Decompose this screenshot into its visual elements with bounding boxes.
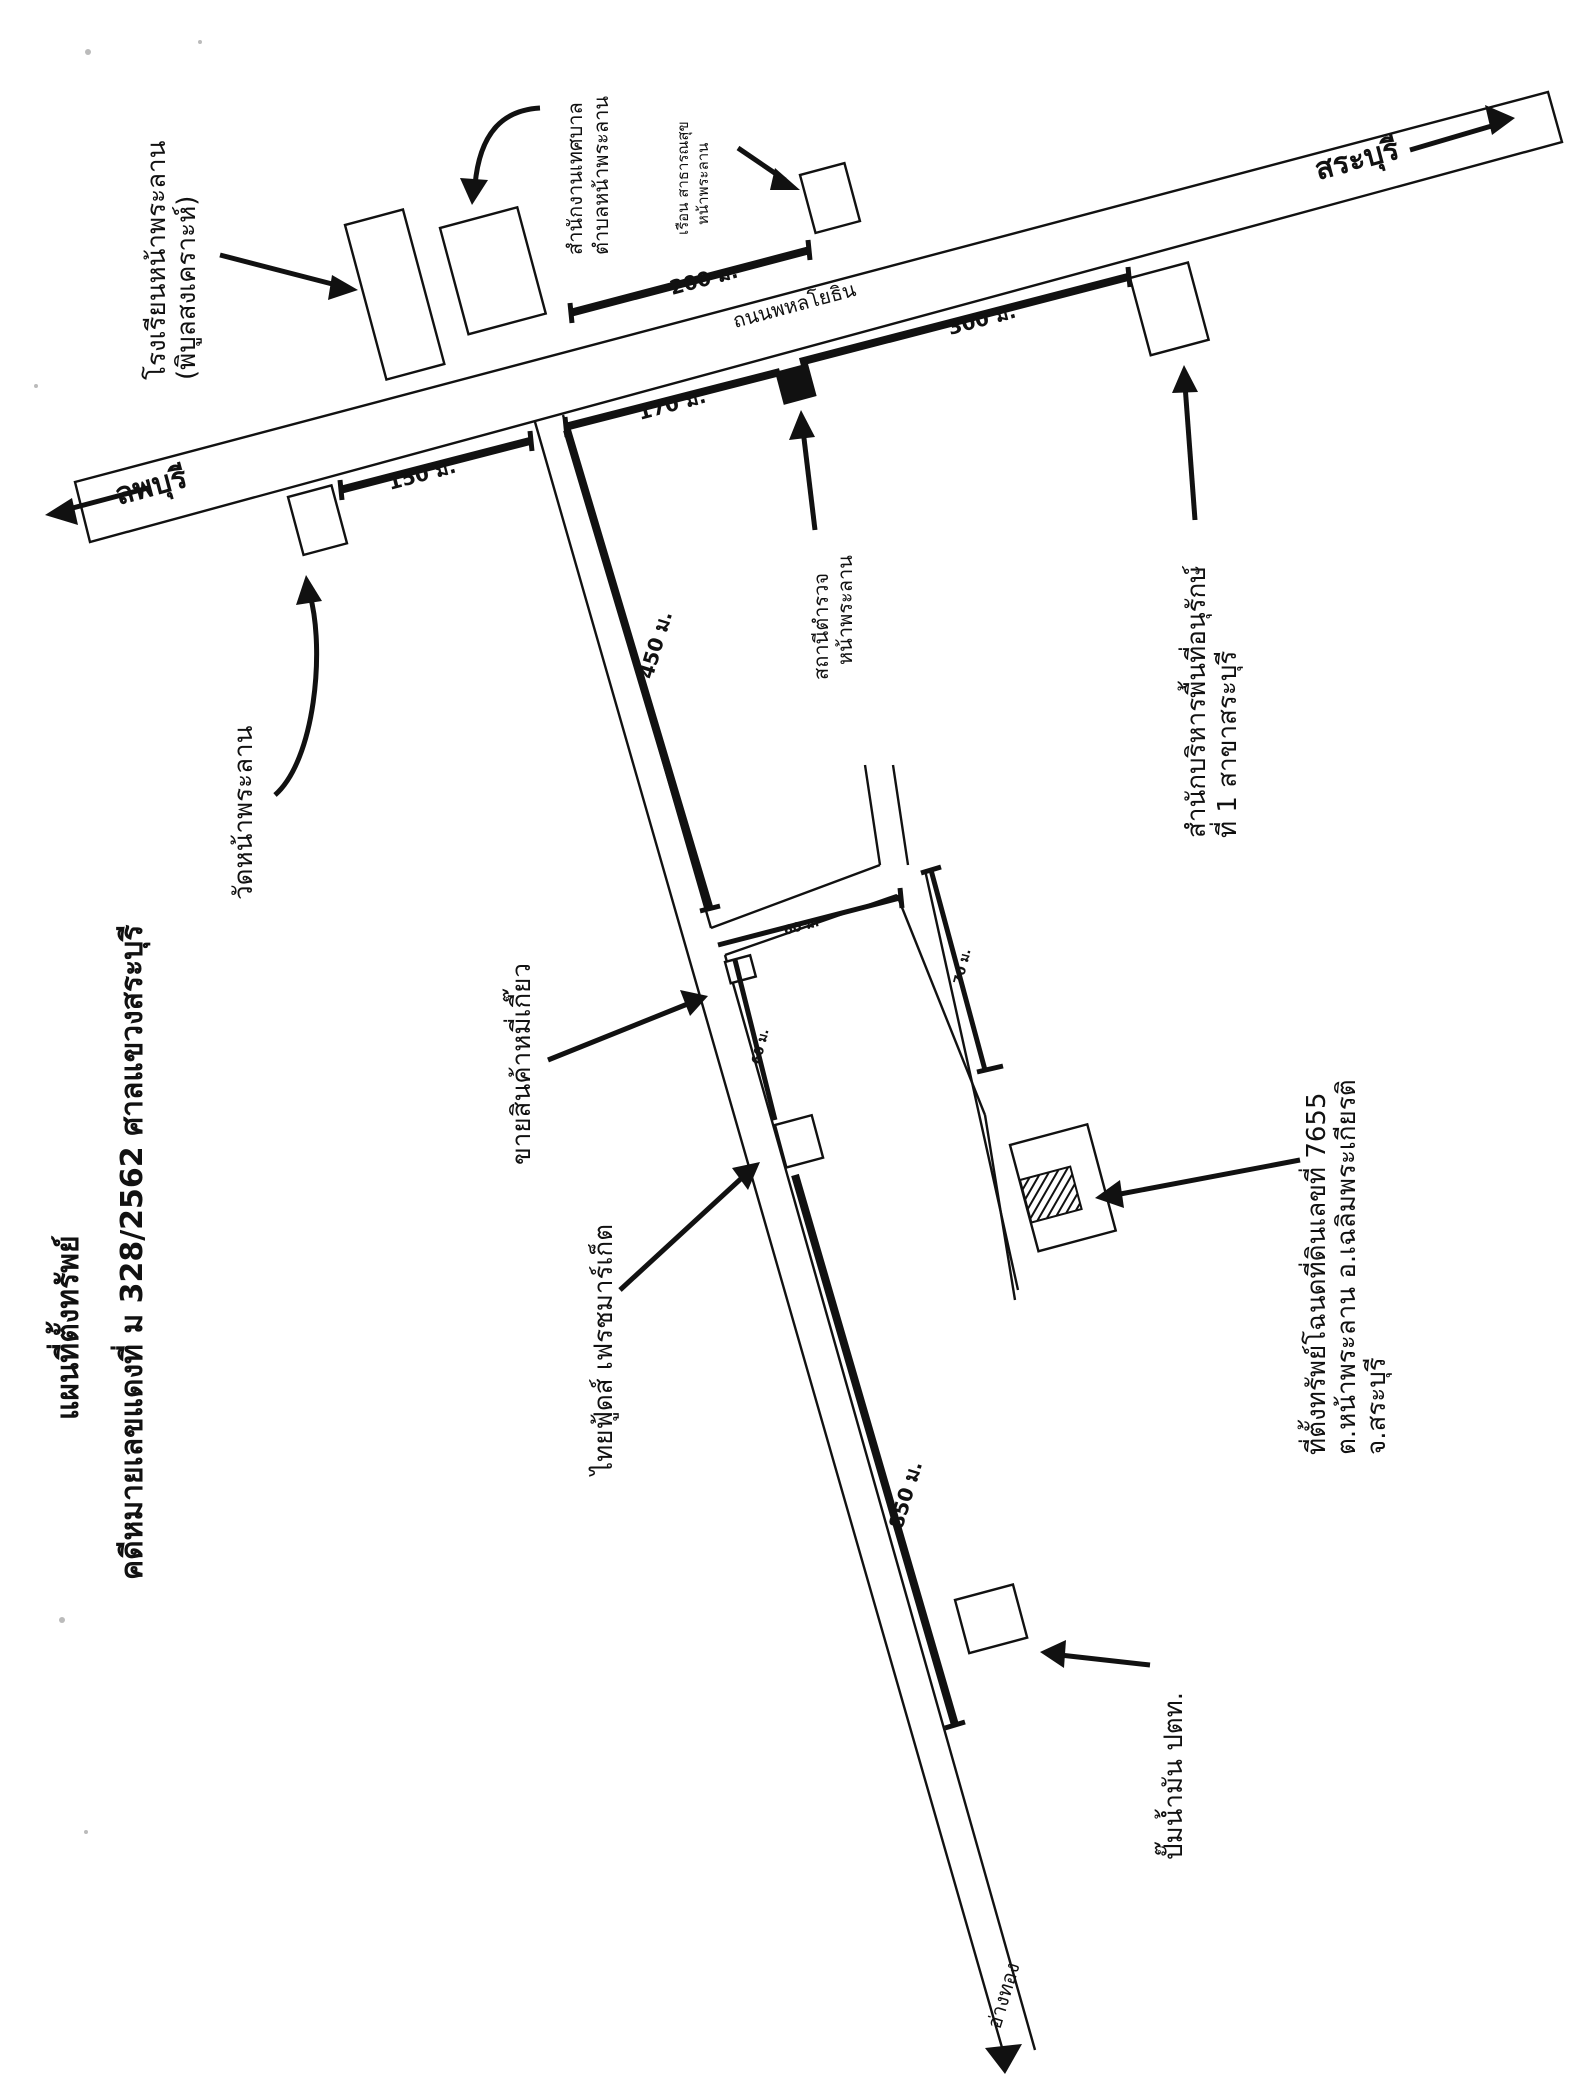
pointer-clinic	[736, 145, 800, 190]
conservation-label-1: สำนักบริหารพื้นที่อนุรักษ์	[1177, 565, 1212, 838]
soi-road	[710, 764, 1020, 1301]
property-label-2: ต.หน้าพระลาน อ.เฉลิมพระเกียรติ	[1332, 1079, 1362, 1455]
school-building	[343, 208, 446, 382]
scan-speck	[84, 1830, 88, 1834]
school-label-1: โรงเรียนหน้าพระลาน	[141, 140, 172, 380]
main-highway-surface	[73, 90, 1564, 544]
municipal-office-building	[438, 205, 548, 336]
measure-150	[337, 430, 535, 501]
municipal-label-2: ตำบลหน้าพระลาน	[589, 96, 613, 255]
pointer-conservation	[1172, 365, 1198, 521]
scan-speck	[198, 40, 202, 44]
police-station-building	[775, 363, 817, 405]
health-center-building	[798, 161, 862, 235]
distance-450: 450 ม.	[634, 608, 677, 681]
police-label-1: สถานีตำรวจ	[809, 573, 833, 680]
municipal-label-1: สำนักงานเทศบาล	[563, 102, 587, 255]
side-road-west-edge	[533, 421, 1007, 2059]
pointer-gas-station	[1040, 1640, 1151, 1668]
measure-200	[567, 239, 813, 324]
pointer-temple	[273, 575, 322, 797]
pointer-police	[789, 410, 818, 531]
freshmart-label: ไทยฟู้ดส์ เฟรชมาร์เก็ต	[587, 1224, 619, 1477]
temple-label: วัดหน้าพระลาน	[229, 725, 259, 900]
police-label-2: หน้าพระลาน	[833, 555, 857, 665]
measure-450	[563, 428, 721, 914]
property-label-1: ที่ตั้งทรัพย์โฉนดที่ดินเลขที่ 7655	[1297, 1093, 1332, 1456]
property-label-3: จ.สระบุรี	[1362, 1357, 1392, 1455]
pointer-freshmart	[618, 1162, 760, 1292]
gas-station-label: ปั๊มน้ำมัน ปตท.	[1154, 1692, 1189, 1860]
measure-60-side	[732, 959, 778, 1121]
property-plot	[1008, 1122, 1118, 1253]
pointer-property	[1095, 1157, 1301, 1208]
school-label-2: (พิบูลสงเคราะห์)	[172, 196, 202, 380]
measure-300	[798, 266, 1133, 366]
distance-60-top: 60 ม.	[782, 915, 821, 939]
noodle-shop-label: ขายสินค้าหมี่เกี๊ยว	[502, 963, 537, 1165]
case-number: คดีหมายเลขแดงที่ ม 328/2562 ศาลแขวงสระบุ…	[110, 925, 151, 1580]
scan-speck	[34, 384, 38, 388]
conservation-label-2: ที่ 1 สาขาสระบุรี	[1209, 651, 1243, 838]
upper-lane-east-edge	[891, 764, 910, 866]
noodle-shop-building	[723, 953, 758, 985]
lower-lane-west-edge-2	[983, 1114, 1017, 1301]
upper-lane-west-edge	[863, 764, 882, 866]
distance-200: 200 ม.	[667, 259, 740, 300]
freshmart-building	[773, 1113, 825, 1169]
pointer-school	[219, 252, 358, 300]
scan-speck	[59, 1617, 65, 1623]
measure-70	[920, 864, 1004, 1075]
measure-60-top	[717, 887, 905, 948]
clinic-label-1: เรือน สาธารณสุข	[674, 121, 693, 235]
side-road-east-edge-lower	[723, 954, 1037, 2051]
measure-850	[791, 1173, 966, 1731]
scan-speck	[85, 49, 91, 55]
pointer-noodle-shop	[547, 990, 708, 1063]
conservation-office-building	[1128, 261, 1211, 357]
main-highway	[73, 90, 1564, 544]
gas-station-building	[953, 1583, 1029, 1655]
arrow-saraburi	[1409, 105, 1515, 153]
clinic-label-2: หน้าพระลาน	[694, 143, 712, 225]
arrow-lopburi	[45, 485, 149, 525]
soi-road-north-edge	[710, 863, 881, 930]
map-title: แผนที่ตั้งทรัพย์	[45, 1235, 86, 1420]
pointer-municipal	[460, 105, 541, 205]
temple-building	[286, 483, 349, 557]
side-road-arrow-head	[985, 2044, 1022, 2074]
